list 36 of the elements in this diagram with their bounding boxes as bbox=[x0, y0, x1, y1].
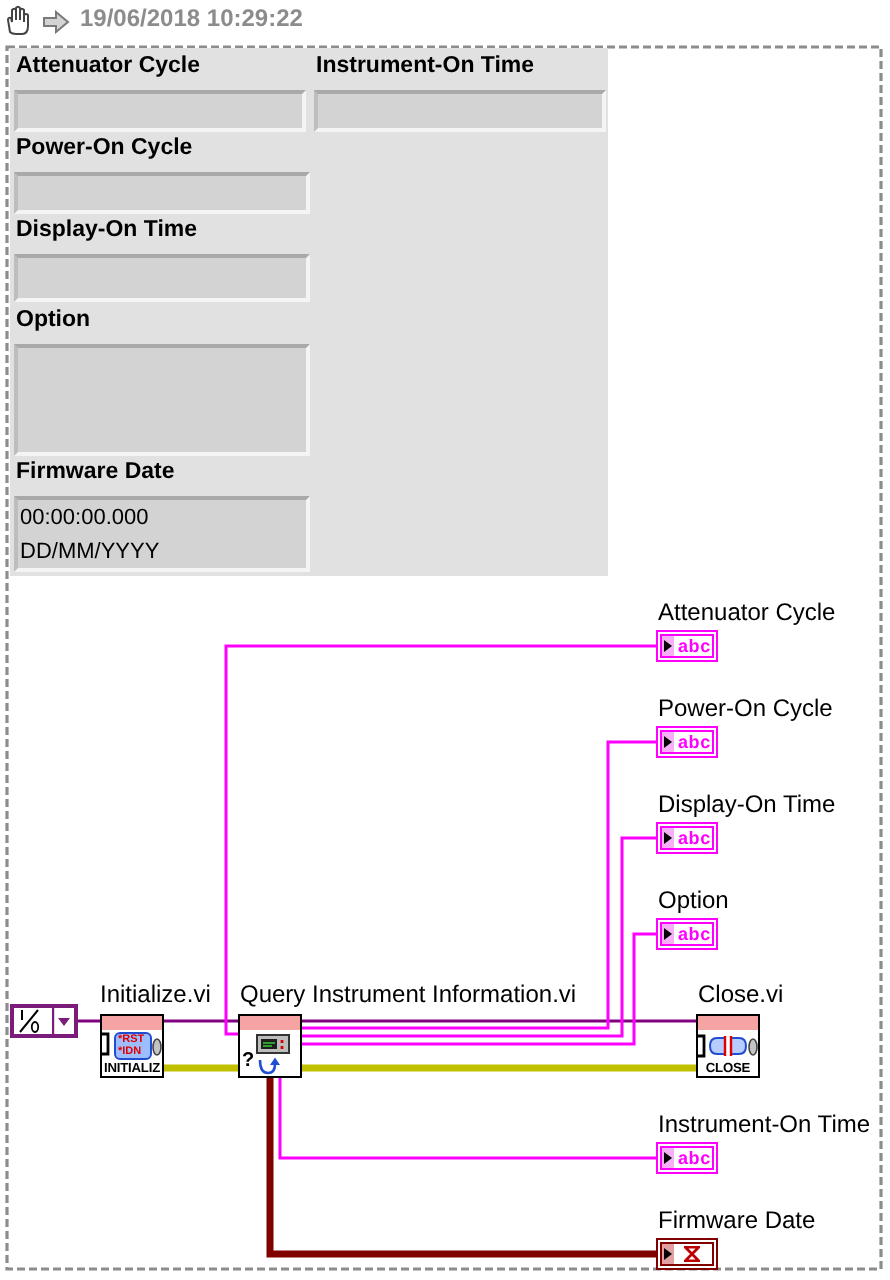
vi-label: Query Instrument Information.vi bbox=[240, 980, 577, 1008]
data-type-text: abc bbox=[678, 636, 711, 656]
vi-label: Close.vi bbox=[698, 980, 784, 1008]
field-label: Firmware Date bbox=[16, 458, 175, 486]
question-mark: ? bbox=[242, 1050, 255, 1072]
wire bbox=[266, 1078, 656, 1258]
wire bbox=[164, 1064, 238, 1072]
wire bbox=[302, 932, 656, 1046]
field-label: Attenuator Cycle bbox=[16, 52, 201, 80]
terminal-label: Option bbox=[658, 886, 729, 914]
data-type-text: abc bbox=[678, 828, 711, 848]
terminal-label: Display-On Time bbox=[658, 790, 836, 818]
field-label: Instrument-On Time bbox=[316, 52, 535, 80]
resource-constant bbox=[10, 1004, 78, 1038]
header-date: 19/06/2018 10:29:22 bbox=[80, 4, 303, 34]
wire bbox=[302, 740, 656, 1030]
field-label: Power-On Cycle bbox=[16, 134, 193, 162]
wire bbox=[302, 1019, 696, 1023]
wire bbox=[164, 1019, 238, 1023]
wire bbox=[78, 1019, 100, 1023]
terminal-label: Instrument-On Time bbox=[658, 1110, 871, 1138]
wire bbox=[302, 836, 656, 1038]
wire bbox=[224, 644, 656, 1036]
terminal-label: Firmware Date bbox=[658, 1206, 816, 1234]
wire bbox=[302, 1064, 696, 1072]
wire bbox=[278, 1078, 656, 1160]
field-label: Display-On Time bbox=[16, 216, 198, 244]
timestamp-text: 00:00:00.000 DD/MM/YYYY bbox=[20, 504, 162, 568]
data-type-text: abc bbox=[678, 1148, 711, 1168]
terminal-label: Attenuator Cycle bbox=[658, 598, 836, 626]
field-label: Option bbox=[16, 306, 91, 334]
vi-label: Initialize.vi bbox=[100, 980, 211, 1008]
data-type-text: abc bbox=[678, 732, 711, 752]
data-type-text: abc bbox=[678, 924, 711, 944]
front-panel bbox=[10, 48, 608, 576]
terminal-label: Power-On Cycle bbox=[658, 694, 833, 722]
